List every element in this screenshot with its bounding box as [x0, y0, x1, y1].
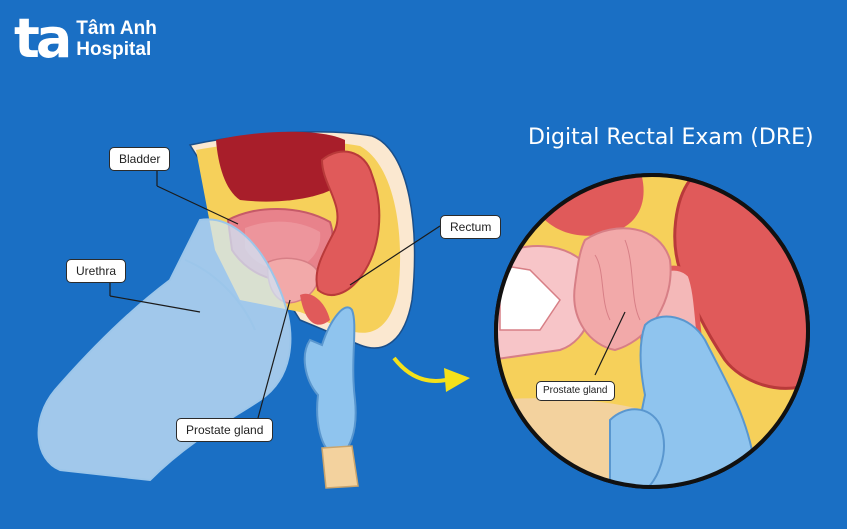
zoom-circle — [494, 173, 810, 489]
label-rectum: Rectum — [440, 215, 502, 239]
label-prostate-gland-zoom: Prostate gland — [536, 381, 615, 401]
zoom-arrow-icon — [392, 356, 470, 392]
brand-mark: ta — [14, 7, 72, 70]
leader-lines-left — [109, 170, 441, 419]
brand-name-line2: Hospital — [76, 39, 152, 60]
label-prostate-gland: Prostate gland — [176, 418, 274, 442]
brand-name-line1: Tâm Anh — [76, 18, 157, 39]
brand-name: Tâm Anh Hospital — [76, 18, 157, 60]
gloved-hand-icon — [303, 306, 359, 489]
label-bladder: Bladder — [109, 147, 171, 171]
brand-logo: ta Tâm Anh Hospital — [14, 7, 157, 70]
diagram-title: Digital Rectal Exam (DRE) — [528, 125, 814, 150]
label-urethra: Urethra — [66, 259, 127, 283]
